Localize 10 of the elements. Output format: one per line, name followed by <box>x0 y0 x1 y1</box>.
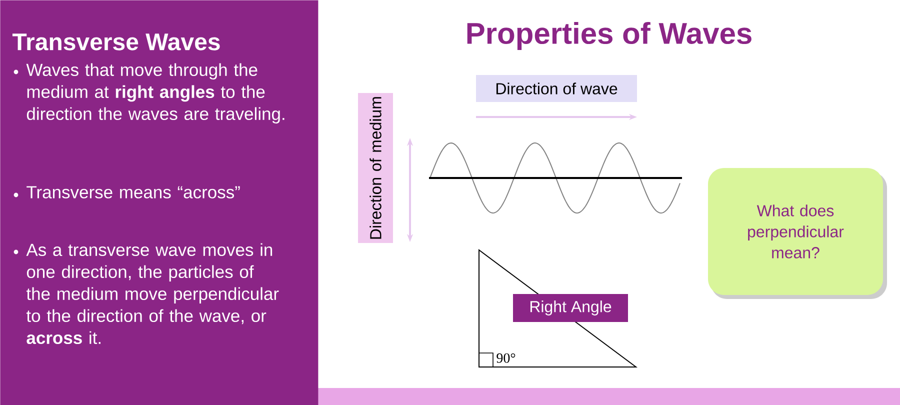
label-box: Direction of medium <box>358 93 393 243</box>
bullet-item: As a transverse wave moves in one direction, the particles of the medium move perpendicular to the direction of the wave, or across it. <box>14 243 279 344</box>
angle-label: 90° <box>496 353 516 363</box>
label-box: Direction of wave <box>476 75 637 102</box>
bullet-item: Waves that move through the medium at right angles to the direction the waves are traveling. <box>14 63 284 124</box>
question-box: What does perpendicular mean? <box>708 168 887 299</box>
side-panel: Transverse Waves Waves that move through the medium at right angles to the direction the waves are traveling. Transverse means “across” As a transverse wave moves in one direction, the particles of the medium move perpendicular to the direction of the wave, or across it. <box>0 0 318 405</box>
label-box: Right Angle <box>513 294 628 322</box>
title: Properties of Waves <box>467 22 752 50</box>
bullet-item: Transverse means “across” <box>14 186 240 198</box>
